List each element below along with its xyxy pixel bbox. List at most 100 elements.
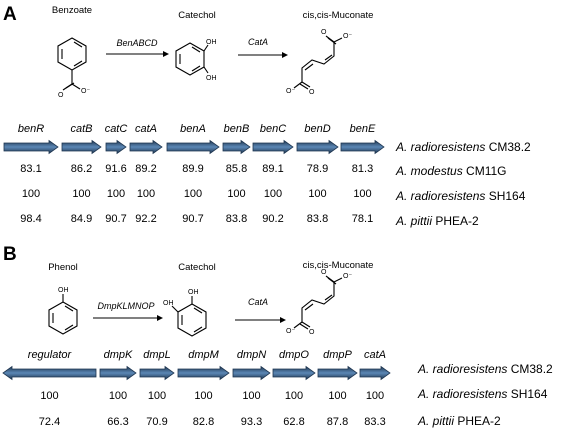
identity-value-catC-row3: 90.7 (105, 213, 126, 225)
gene-arrow-dmpO (272, 365, 316, 381)
organism-strain: SH164 (485, 189, 525, 203)
organism-label-2: A. modestus CM11G (395, 164, 507, 178)
organism-label-3: A. pittii PHEA-2 (417, 414, 501, 428)
organism-strain: PHEA-2 (432, 214, 479, 228)
identity-value-dmpN-row2: 93.3 (241, 416, 262, 428)
gene-arrow-catA (129, 139, 163, 155)
compound-label-muconate-a: cis,cis-Muconate (303, 10, 374, 21)
catechol-a-oh-1: OH (206, 39, 217, 46)
gene-arrow-catB (61, 139, 102, 155)
gene-arrow-catC (105, 139, 127, 155)
identity-value-dmpM-row1: 100 (194, 390, 212, 402)
gene-label-benR: benR (18, 123, 44, 135)
compound-label-catechol-b: Catechol (178, 262, 216, 273)
identity-value-dmpO-row2: 62.8 (283, 416, 304, 428)
muconate-b-o-1: O (321, 269, 327, 276)
gene-arrow-catA (359, 365, 391, 381)
muconate-b-o-2: O (309, 329, 315, 336)
enzyme-label-cata-a: CatA (248, 37, 268, 47)
organism-genus: A. pittii (395, 214, 432, 228)
gene-arrow-benC (252, 139, 294, 155)
catechol-b-oh-2: OH (163, 300, 174, 307)
gene-label-regulator: regulator (28, 349, 73, 361)
identity-value-benB-row2: 100 (227, 188, 245, 200)
organism-genus: A. radioresistens (395, 140, 485, 154)
enzyme-label-benabcd: BenABCD (116, 38, 158, 48)
identity-value-catA-row2: 100 (137, 188, 155, 200)
enzyme-label-cata-b: CatA (248, 297, 268, 307)
benzoate-o: O (58, 92, 64, 99)
identity-value-benC-row2: 100 (264, 188, 282, 200)
identity-value-benA-row2: 100 (184, 188, 202, 200)
identity-value-benD-row2: 100 (308, 188, 326, 200)
identity-value-benB-row1: 85.8 (226, 163, 247, 175)
identity-value-catA-row3: 92.2 (135, 213, 156, 225)
identity-value-benB-row3: 83.8 (226, 213, 247, 225)
gene-arrow-dmpM (177, 365, 230, 381)
phenol-structure (48, 294, 78, 335)
identity-values-b: 10072.410066.310070.910082.810093.310062… (39, 390, 386, 428)
gene-label-benD: benD (304, 123, 330, 135)
catechol-structure-a (175, 42, 209, 76)
identity-value-dmpL-row2: 70.9 (146, 416, 167, 428)
gene-arrow-dmpL (139, 365, 175, 381)
identity-value-benR-row3: 98.4 (20, 213, 41, 225)
gene-arrow-regulator (2, 365, 97, 381)
identity-value-catC-row2: 100 (107, 188, 125, 200)
identity-value-regulator-row1: 100 (40, 390, 58, 402)
gene-arrow-benA (166, 139, 220, 155)
reaction-arrow-2-head (282, 52, 288, 58)
organism-strain: CM38.2 (485, 140, 531, 154)
identity-values-a: 83.1 100 98.4 86.2 100 84.9 91.6 100 90.7 89.2 100… (20, 163, 373, 225)
gene-arrows-b (2, 365, 391, 381)
identity-value-catB-row1: 86.2 (71, 163, 92, 175)
compound-label-catechol-a: Catechol (178, 10, 216, 21)
gene-arrows-a (3, 139, 385, 155)
panel-a-letter: A (3, 4, 17, 25)
identity-value-catB-row2: 100 (72, 188, 90, 200)
muconate-b-o-minus-1: O⁻ (343, 273, 352, 280)
identity-value-catA-row1: 89.2 (135, 163, 156, 175)
identity-value-benD-row3: 83.8 (307, 213, 328, 225)
muconate-a-o-minus-2: O⁻ (286, 88, 295, 95)
identity-value-dmpP-row1: 100 (328, 390, 346, 402)
gene-arrow-benD (296, 139, 339, 155)
organism-strain: PHEA-2 (454, 414, 501, 428)
gene-arrow-dmpP (317, 365, 358, 381)
identity-value-dmpP-row2: 87.8 (327, 416, 348, 428)
organism-genus: A. modestus (395, 164, 463, 178)
identity-value-dmpK-row1: 100 (109, 390, 127, 402)
identity-value-dmpM-row2: 82.8 (193, 416, 214, 428)
gene-label-dmpK: dmpK (104, 349, 133, 361)
organism-genus: A. radioresistens (395, 189, 485, 203)
compound-label-muconate-b: cis,cis-Muconate (303, 260, 374, 271)
organism-label-1: A. radioresistens CM38.2 (417, 362, 553, 376)
gene-arrow-benE (340, 139, 385, 155)
organism-strain: CM11G (463, 164, 507, 178)
organism-genus: A. radioresistens (417, 387, 507, 401)
phenol-oh: OH (58, 287, 69, 294)
gene-label-benC: benC (260, 123, 286, 135)
gene-label-dmpM: dmpM (188, 349, 219, 361)
reaction-arrow-3-head (157, 315, 163, 321)
compound-label-phenol: Phenol (48, 262, 78, 273)
organism-label-1: A. radioresistens CM38.2 (395, 140, 531, 154)
identity-value-catC-row1: 91.6 (105, 163, 126, 175)
identity-value-catA-row1: 100 (366, 390, 384, 402)
gene-arrow-dmpK (99, 365, 137, 381)
identity-value-benR-row2: 100 (22, 188, 40, 200)
reaction-arrow-4-head (280, 317, 286, 323)
muconate-a-o-minus-1: O⁻ (343, 33, 352, 40)
identity-value-catB-row3: 84.9 (71, 213, 92, 225)
muconate-a-o-1: O (321, 29, 327, 36)
organism-label-3: A. radioresistens SH164 (395, 189, 526, 203)
identity-value-catA-row2: 83.3 (364, 416, 385, 428)
muconate-a-o-2: O (309, 89, 315, 96)
identity-value-dmpO-row1: 100 (285, 390, 303, 402)
identity-value-benR-row1: 83.1 (20, 163, 41, 175)
gene-label-benE: benE (350, 123, 376, 135)
gene-label-catA: catA (364, 349, 386, 361)
benzoate-o-minus: O⁻ (81, 88, 90, 95)
catechol-structure-b (171, 296, 207, 337)
